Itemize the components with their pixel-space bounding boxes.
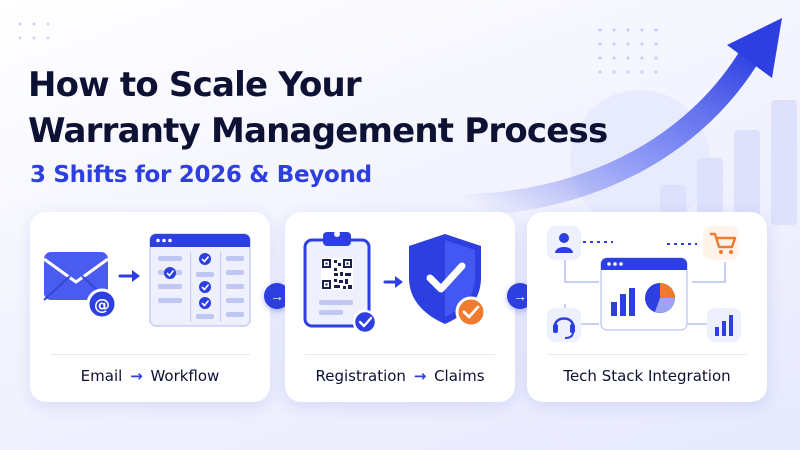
approved-badge-icon <box>455 296 487 328</box>
arrow-right-icon <box>118 270 140 282</box>
caption-from: Registration <box>315 367 406 385</box>
tech-stack-illustration <box>547 226 741 342</box>
arrow-right-icon: → <box>413 367 427 385</box>
subtitle: 3 Shifts for 2026 & Beyond <box>30 162 372 188</box>
registration-claims-illustration <box>303 231 487 335</box>
headset-icon <box>547 308 581 342</box>
arrow-right-icon: → <box>130 367 143 385</box>
card-divider <box>50 354 250 355</box>
workflow-window-icon <box>149 233 251 327</box>
check-icon <box>164 253 211 309</box>
card-divider <box>547 354 747 355</box>
title-line-2: Warranty Management Process <box>28 111 608 151</box>
bar-chart-icon <box>611 288 635 316</box>
caption-from: Email <box>80 367 123 385</box>
user-icon <box>547 226 581 260</box>
page-title: How to Scale Your Warranty Management Pr… <box>28 62 608 154</box>
growth-arrow-icon <box>459 41 763 216</box>
email-workflow-illustration: @ <box>43 233 251 327</box>
check-icon <box>352 309 378 335</box>
card-caption: Email → Workflow <box>30 367 270 385</box>
dashboard-window-icon <box>600 257 688 331</box>
at-sign-icon: @ <box>86 288 118 320</box>
card-tech-stack-integration: Tech Stack Integration <box>527 212 767 402</box>
title-line-1: How to Scale Your <box>28 65 362 105</box>
card-caption: Tech Stack Integration <box>563 367 731 385</box>
card-divider <box>305 354 495 355</box>
pie-chart-icon <box>645 283 675 313</box>
card-caption: Registration → Claims <box>285 367 515 385</box>
card-registration-claims: Registration → Claims <box>285 212 515 402</box>
arrow-right-icon <box>383 276 403 288</box>
bar-chart-icon <box>707 308 741 342</box>
svg-text:@: @ <box>94 295 110 314</box>
shopping-cart-icon <box>703 226 739 260</box>
caption-to: Workflow <box>150 367 220 385</box>
caption-to: Claims <box>434 367 485 385</box>
qr-code-icon <box>321 258 353 290</box>
card-email-workflow: @ <box>30 212 270 402</box>
dot-pattern <box>18 22 658 74</box>
